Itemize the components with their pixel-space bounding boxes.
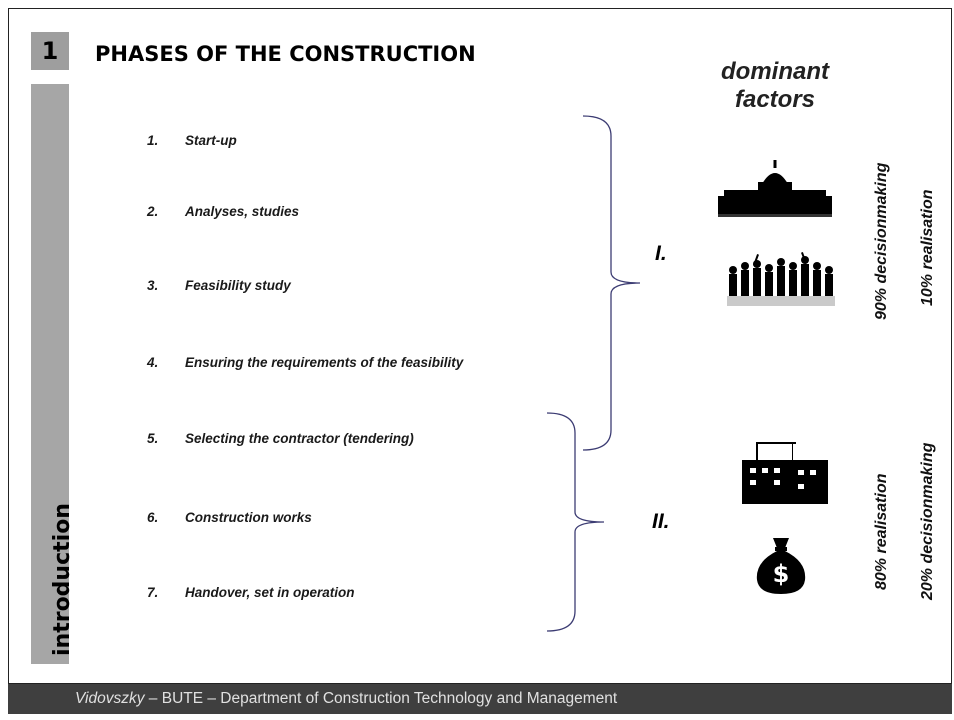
phase-number: 2.	[147, 204, 159, 219]
phase-number: 5.	[147, 431, 159, 446]
phase-label: Selecting the contractor (tendering)	[185, 431, 414, 446]
phase-label: Construction works	[185, 510, 312, 525]
phase-number: 3.	[147, 278, 159, 293]
group-1-ratio-realisation: 10% realisation	[919, 189, 936, 307]
phase-number: 1.	[147, 133, 159, 148]
phase-label: Handover, set in operation	[185, 585, 355, 600]
phase-label: Feasibility study	[185, 278, 291, 293]
svg-text:$: $	[773, 560, 790, 588]
phase-item: 2. Analyses, studies	[147, 204, 299, 219]
phase-number: 4.	[147, 355, 159, 370]
group-2-label: II.	[652, 510, 670, 533]
bracket-group-1	[582, 115, 641, 451]
phase-label: Start-up	[185, 133, 237, 148]
dominant-line-2: factors	[734, 86, 816, 113]
page-title: PHASES OF THE CONSTRUCTION	[95, 42, 476, 66]
phase-item: 1. Start-up	[147, 133, 237, 148]
money-bag-icon: $	[756, 538, 806, 594]
crowd-people-icon	[727, 252, 835, 306]
phase-label: Ensuring the requirements of the feasibi…	[185, 355, 464, 370]
phase-item: 4. Ensuring the requirements of the feasi…	[147, 355, 463, 370]
group-2-ratio-decision: 20% decisionmaking	[919, 442, 936, 600]
footer-author: Vidovszky	[75, 690, 145, 707]
phase-item: 5. Selecting the contractor (tendering)	[147, 431, 414, 446]
group-1-ratio-decision: 90% decisionmaking	[873, 162, 890, 320]
bracket-group-2	[546, 412, 605, 632]
phase-label: Analyses, studies	[185, 204, 300, 219]
side-bar	[31, 84, 69, 664]
phase-item: 6. Construction works	[147, 510, 312, 525]
phase-item: 7. Handover, set in operation	[147, 585, 355, 600]
phase-number: 7.	[147, 585, 159, 600]
phase-number: 6.	[147, 510, 159, 525]
capitol-building-icon	[718, 160, 832, 217]
group-2-ratio-realisation: 80% realisation	[873, 473, 890, 591]
footer: Vidovszky – BUTE – Department of Constru…	[8, 684, 952, 714]
dominant-line-1: dominant	[721, 58, 829, 85]
slide-frame	[8, 8, 952, 684]
phase-item: 3. Feasibility study	[147, 278, 291, 293]
dominant-factors-heading: dominant factors	[700, 58, 850, 114]
footer-text: – BUTE – Department of Construction Tech…	[144, 690, 618, 707]
construction-site-crane-icon	[742, 442, 828, 504]
group-1-label: I.	[655, 242, 667, 265]
slide-number: 1	[31, 32, 69, 70]
